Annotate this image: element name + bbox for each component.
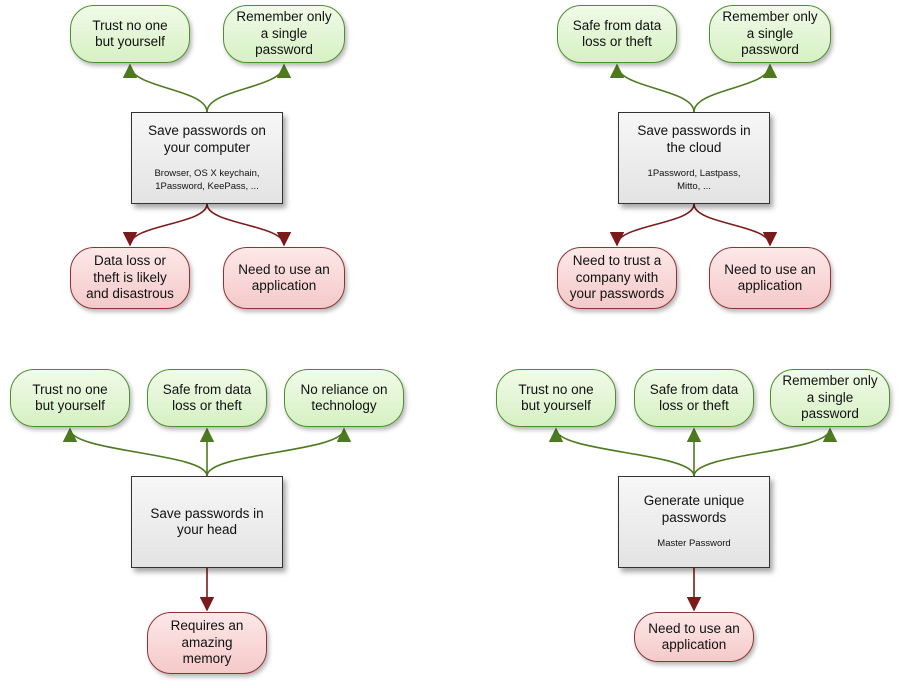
approach-examples: 1Password, Lastpass,Mitto, ...	[648, 168, 741, 193]
text-line: theft is likely	[93, 269, 167, 285]
text-line: Save passwords on	[148, 123, 266, 138]
text-line: the cloud	[666, 139, 722, 155]
text-line: Safe from data	[162, 381, 252, 397]
text-line: Need to trust a	[572, 253, 662, 269]
con-connector-arrow	[609, 203, 695, 247]
con-connector-arrow	[693, 203, 778, 247]
pro-connector-arrow	[693, 427, 838, 477]
text-line: Need to use an	[724, 261, 816, 277]
pro-connector-arrow	[206, 427, 352, 477]
text-line: Save passwords in	[637, 123, 751, 138]
text-line: amazing	[181, 634, 233, 650]
text-line: Trust no one	[32, 381, 108, 397]
text-line: application	[661, 637, 727, 652]
text-line: Remember only	[722, 9, 818, 25]
text-line: a single	[746, 25, 794, 41]
text-line: and disastrous	[86, 286, 174, 302]
text-line: Safe from data	[572, 17, 662, 33]
text-line: loss or theft	[659, 398, 729, 413]
text-line: Trust no one	[92, 17, 168, 33]
con-connector-arrow	[122, 203, 208, 247]
approach-examples: Master Password	[657, 538, 730, 551]
text-line: company with	[575, 269, 659, 285]
text-line: Save passwords in	[150, 505, 264, 521]
text-line: Trust no one	[518, 381, 594, 397]
text-line: password	[255, 42, 313, 58]
text-line: 1Password, Lastpass,	[647, 168, 741, 179]
text-line: Need to use an	[238, 261, 330, 277]
text-line: Requires an	[170, 618, 244, 634]
text-line: Generate unique	[643, 493, 745, 509]
pro-connector-arrow	[122, 63, 208, 113]
text-line: Safe from data	[649, 381, 739, 397]
text-line: your computer	[163, 139, 251, 155]
text-line: 1Password, KeePass, ...	[155, 180, 259, 192]
text-line: application	[251, 278, 317, 293]
text-line: Browser, OS X keychain,	[154, 168, 260, 179]
text-line: password	[801, 406, 859, 422]
pro-connector-arrow	[693, 63, 778, 113]
text-line: loss or theft	[582, 34, 652, 49]
text-line: Master Password	[657, 538, 731, 550]
text-line: application	[737, 278, 803, 293]
pro-connector-arrow	[206, 63, 292, 113]
text-line: Data loss or	[93, 253, 167, 269]
text-line: Remember only	[782, 373, 878, 389]
text-line: loss or theft	[172, 398, 242, 413]
text-line: your head	[176, 522, 238, 537]
text-line: a single	[806, 389, 854, 405]
con-connector-arrow	[206, 203, 292, 247]
approach-examples: Browser, OS X keychain,1Password, KeePas…	[154, 168, 259, 193]
text-line: passwords	[661, 509, 727, 525]
text-line: technology	[311, 398, 377, 413]
text-line: but yourself	[521, 398, 591, 413]
text-line: memory	[182, 651, 232, 667]
pro-connector-arrow	[548, 427, 695, 477]
text-line: your passwords	[569, 286, 665, 302]
text-line: but yourself	[35, 398, 105, 413]
text-line: but yourself	[95, 34, 165, 49]
text-line: Need to use an	[648, 620, 740, 636]
text-line: Mitto, ...	[677, 180, 711, 192]
text-line: No reliance on	[300, 381, 388, 397]
pro-connector-arrow	[609, 63, 695, 113]
pro-connector-arrow	[62, 427, 208, 477]
text-line: a single	[260, 25, 308, 41]
text-line: password	[741, 42, 799, 58]
text-line: Remember only	[236, 9, 332, 25]
